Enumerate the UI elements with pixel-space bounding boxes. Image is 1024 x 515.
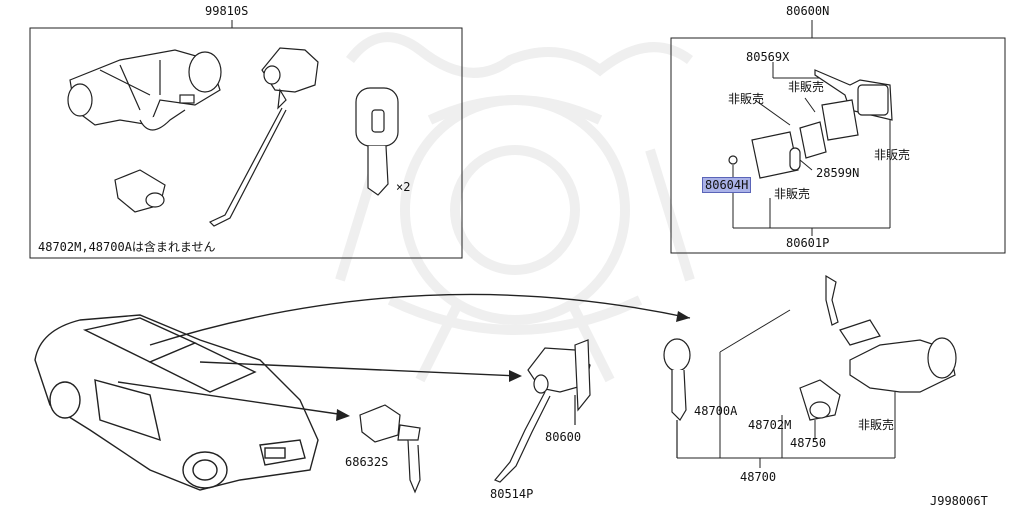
door-lock-rod-drawing: [208, 47, 319, 227]
part-number-80514P[interactable]: 80514P: [490, 487, 534, 501]
part-bracket-lines: [677, 309, 896, 468]
part-number-80600N[interactable]: 80600N: [786, 4, 830, 18]
part-number-80600[interactable]: 80600: [545, 430, 582, 444]
callout-arrows: [117, 293, 691, 416]
leader-lines: [732, 62, 891, 236]
part-number-80569X[interactable]: 80569X: [746, 50, 790, 64]
part-number-48700[interactable]: 48700: [740, 470, 777, 484]
master-key-drawing: [663, 338, 691, 458]
steering-lock-assembly-drawing: [799, 274, 957, 421]
part-number-68632S[interactable]: 68632S: [345, 455, 389, 469]
part-number-80601P[interactable]: 80601P: [786, 236, 830, 250]
key-quantity-note: ×2: [396, 180, 411, 194]
ignition-lock-assembly-drawing: [67, 49, 222, 131]
transponder-key-parts-drawing: [728, 69, 893, 179]
part-number-99810S[interactable]: 99810S: [205, 4, 249, 18]
key-cylinder-drawing: [114, 169, 166, 213]
not-sold-label-4: 非販売: [774, 187, 811, 201]
not-sold-label-3: 非販売: [874, 148, 911, 162]
part-number-28599N[interactable]: 28599N: [816, 166, 860, 180]
not-sold-label-1: 非販売: [728, 92, 765, 106]
exclusion-note: 48702M,48700Aは含まれません: [38, 240, 216, 254]
part-number-48700A[interactable]: 48700A: [694, 404, 738, 418]
key-drawing: [355, 87, 399, 196]
vehicle-drawing: [34, 314, 319, 491]
part-number-48702M[interactable]: 48702M: [748, 418, 792, 432]
trunk-cylinder-drawing: [359, 404, 421, 494]
door-key-cylinder-drawing: [494, 339, 591, 483]
kit-99810S-group: [29, 20, 463, 259]
part-number-48750[interactable]: 48750: [790, 436, 827, 450]
not-sold-label-5: 非販売: [858, 418, 895, 432]
document-id: J998006T: [930, 494, 988, 508]
not-sold-label-2: 非販売: [788, 80, 825, 94]
kit-80600N-group: [670, 20, 1006, 254]
part-number-80604H-highlighted[interactable]: 80604H: [701, 177, 752, 193]
watermark-emblem: [335, 32, 695, 383]
